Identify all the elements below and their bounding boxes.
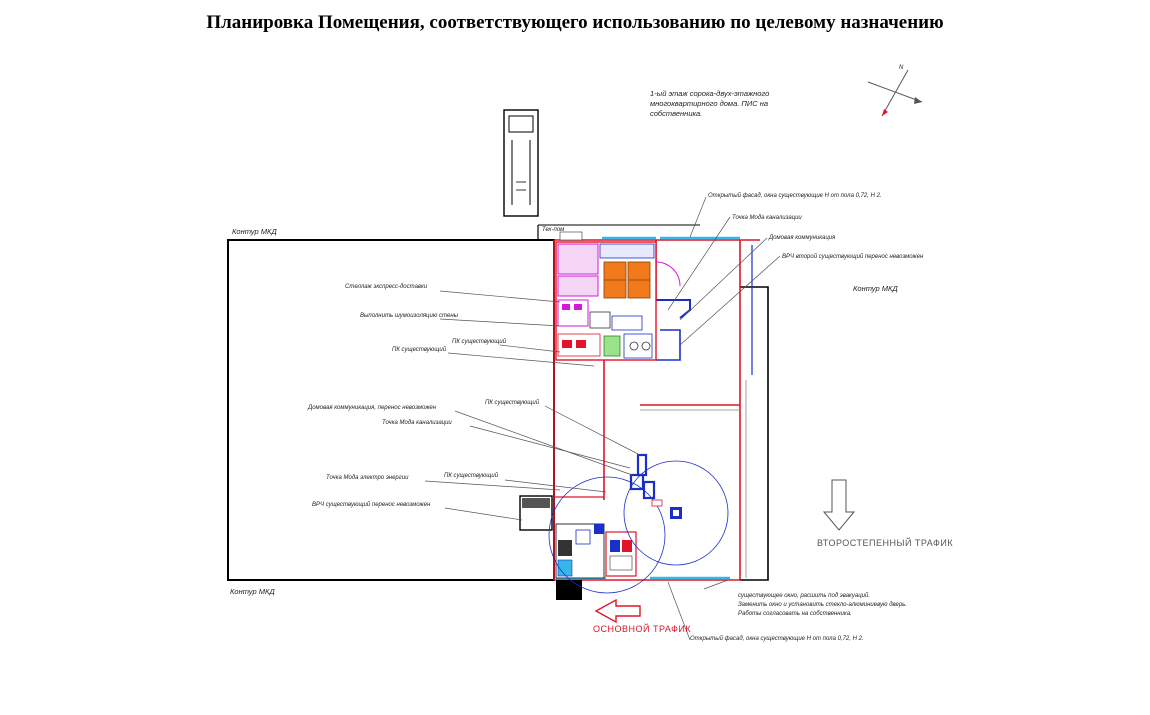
zone-circle-right (623, 460, 729, 566)
svg-text:N: N (899, 65, 904, 71)
callout-pk-existing-1: ПК существующий (452, 338, 507, 345)
leaders-left (424, 290, 641, 521)
callout-pk-existing-3: ПК существующий (485, 399, 540, 406)
building-note-line3: собственника. (650, 109, 702, 118)
service-block: Тех-пом (542, 227, 681, 361)
callout-noise-insulation: Выполнить шумоизоляцию стены (360, 313, 459, 319)
primary-traffic-label: ОСНОВНОЙ ТРАФИК (593, 623, 691, 634)
callout-pk-existing-4: ПК существующий (444, 472, 499, 479)
column-icon (670, 507, 682, 519)
leaders-right (667, 196, 781, 641)
truck-icon (503, 109, 539, 217)
secondary-traffic-label: ВТОРОСТЕПЕННЫЙ ТРАФИК (817, 537, 953, 548)
building-note-line1: 1-ый этаж сорока-двух-этажного (650, 89, 769, 98)
mkd-contour-right (740, 286, 769, 581)
lower-block (519, 495, 637, 600)
primary-traffic-arrow-icon (594, 598, 641, 624)
page-title: Планировка Помещения, соответствующего и… (206, 12, 944, 33)
callout-sewer-point: Точка Мода канализации (382, 420, 452, 426)
callout-sewer-point-right: Точка Мода канализации (732, 215, 802, 221)
callout-open-facade-bottom: Открытый фасад, окна существующие Н от п… (690, 635, 864, 642)
callout-pk-existing-2: ПК существующий (392, 346, 447, 353)
compass-icon: N (867, 65, 923, 117)
building-note-line2: многоквартирного дома. ПИС на (650, 99, 768, 108)
contour-label-right: Контур МКД (853, 284, 898, 293)
riser-pipe (629, 453, 663, 507)
contour-label-bottom-left: Контур МКД (230, 587, 275, 596)
svg-text:Тех-пом: Тех-пом (542, 227, 564, 233)
window-note-line2: Заменить окно и установить стекло-алюмин… (738, 602, 907, 608)
callout-vrch-existing: ВРЧ существующий перенос невозможен (312, 501, 431, 508)
callout-house-utility-right: Домовая коммуникация (768, 235, 836, 241)
window-note-line3: Работы согласовать на собственника. (738, 611, 852, 617)
zone-circle-left (548, 476, 666, 594)
callout-power-point: Точка Мода электро энергии (326, 475, 409, 481)
window-note-line1: существующее окно, расшить под эвакуаций… (738, 592, 870, 599)
callout-express-rack: Стеллаж экспресс-доставки (345, 284, 428, 290)
callout-open-facade-top: Открытый фасад, окна существующие Н от п… (708, 192, 882, 199)
contour-label-top-left: Контур МКД (232, 227, 277, 236)
callout-house-utility: Домовая коммуникация, перенос невозможен (307, 405, 437, 411)
callout-vrch-second: ВРЧ второй существующий перенос невозмож… (782, 253, 924, 260)
secondary-traffic-arrow-icon (822, 479, 856, 531)
